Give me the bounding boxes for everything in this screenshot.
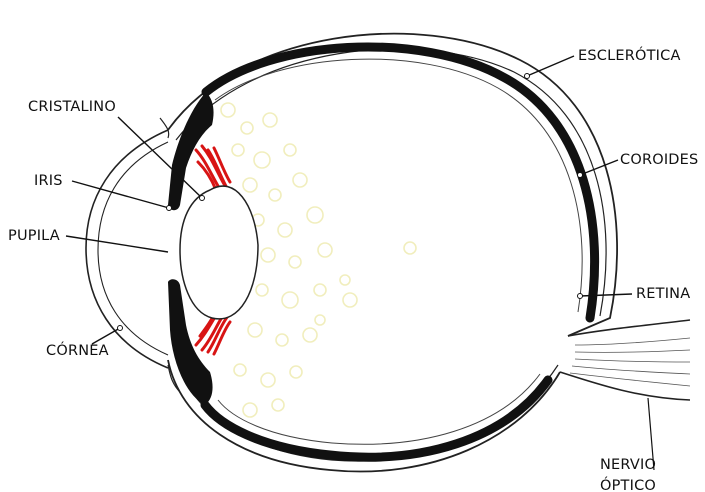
ciliary-muscle-fibers-upper bbox=[196, 146, 230, 190]
label-nervio-line1: NERVIO bbox=[600, 457, 656, 473]
optic-nerve bbox=[560, 320, 690, 470]
label-group-pupila: PUPILA bbox=[8, 228, 168, 252]
label-group-iris: IRIS bbox=[34, 173, 172, 211]
label-group-cornea: CÓRNEA bbox=[46, 326, 123, 360]
label-group-nervio-optico: NERVIO ÓPTICO bbox=[600, 457, 656, 492]
choroid-layer bbox=[206, 47, 595, 318]
label-nervio-line2: ÓPTICO bbox=[600, 476, 656, 492]
label-esclerotica: ESCLERÓTICA bbox=[578, 46, 681, 64]
label-group-esclerotica: ESCLERÓTICA bbox=[525, 46, 681, 79]
label-coroides: COROIDES bbox=[620, 152, 698, 168]
label-cristalino: CRISTALINO bbox=[28, 99, 116, 115]
label-pupila: PUPILA bbox=[8, 228, 60, 244]
label-retina: RETINA bbox=[636, 286, 690, 302]
label-cornea: CÓRNEA bbox=[46, 341, 109, 359]
label-iris: IRIS bbox=[34, 173, 63, 189]
lens bbox=[180, 186, 258, 319]
